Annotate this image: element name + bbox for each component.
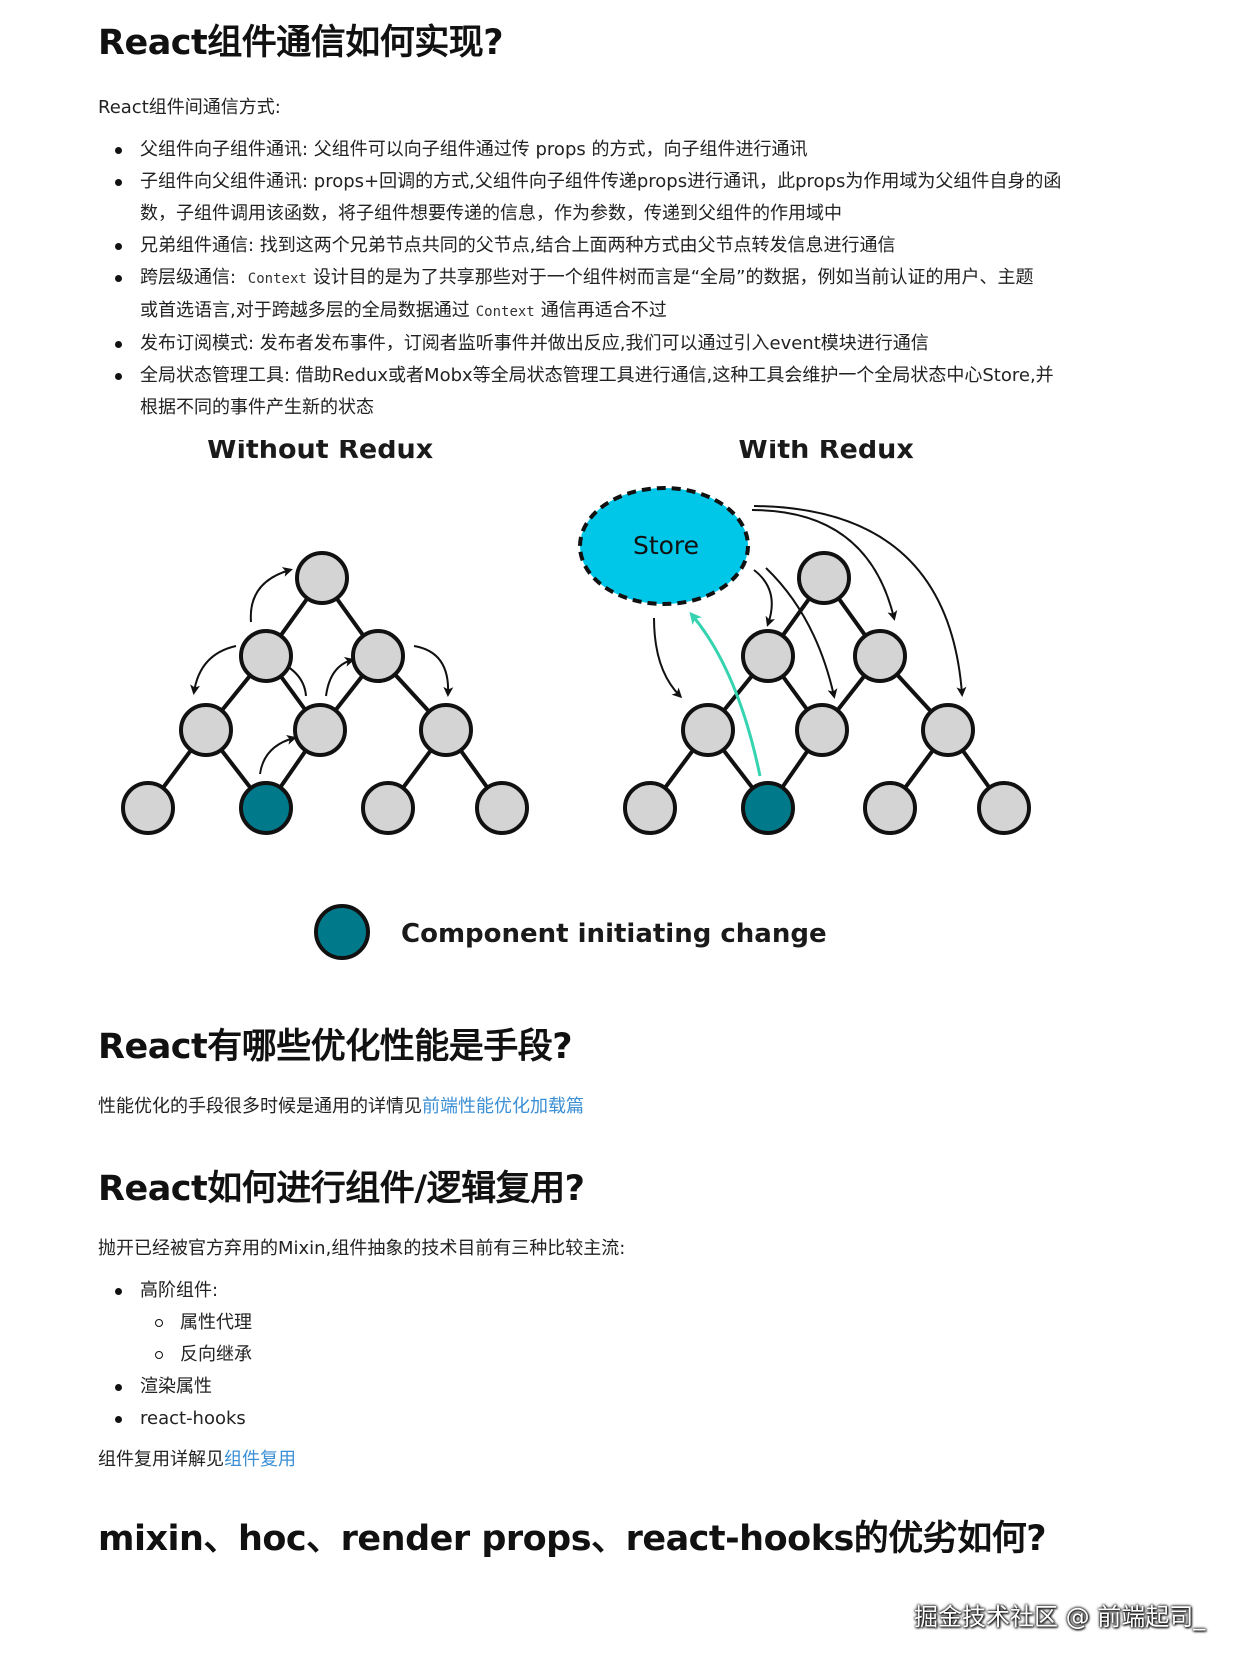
section-title-performance: React有哪些优化性能是手段? — [98, 1027, 573, 1067]
initiator-node — [741, 781, 795, 835]
tree-node — [795, 703, 849, 757]
with-redux-title: With Redux — [738, 440, 914, 465]
tree-node — [797, 551, 851, 605]
item-text: 属性代理 — [180, 1312, 252, 1333]
left-tree-nodes — [121, 551, 529, 835]
store-arrows — [653, 505, 967, 699]
item-text: 渲染属性 — [140, 1376, 212, 1397]
tree-node — [681, 703, 735, 757]
tree-node — [741, 629, 795, 683]
tree-node — [921, 703, 975, 757]
section-title-comparison: mixin、hoc、render props、react-hooks的优劣如何? — [98, 1519, 1047, 1559]
section-title-reuse: React如何进行组件/逻辑复用? — [98, 1169, 585, 1209]
list-item: 兄弟组件通信: 找到这两个兄弟节点共同的父节点,结合上面两种方式由父节点转发信息… — [98, 230, 1158, 262]
tree-node — [475, 781, 529, 835]
list-item: 渲染属性 — [98, 1371, 1158, 1403]
tree-node — [863, 781, 917, 835]
flow-arrow — [413, 645, 454, 697]
list-item: 发布订阅模式: 发布者发布事件，订阅者监听事件并做出反应,我们可以通过引入eve… — [98, 328, 1158, 360]
item-text: 跨层级通信: — [140, 267, 242, 288]
flow-arrow — [249, 567, 293, 623]
list-item: react-hooks — [98, 1403, 1158, 1435]
flow-arrow — [753, 569, 776, 627]
item-text: 反向继承 — [180, 1344, 252, 1365]
item-text: 设计目的是为了共享那些对于一个组件树而言是“全局”的数据，例如当前认证的用户、主… — [312, 267, 1034, 288]
inline-code: Context — [247, 271, 307, 287]
sub-list-item: 属性代理 — [98, 1307, 1158, 1339]
tree-node — [977, 781, 1031, 835]
section-title-communication: React组件通信如何实现? — [98, 23, 504, 63]
tree-node — [239, 629, 293, 683]
legend-label: Component initiating change — [401, 919, 827, 949]
reuse-more-body: 组件复用详解见 — [98, 1449, 224, 1470]
flow-arrow — [751, 509, 898, 621]
item-text: 兄弟组件通信: 找到这两个兄弟节点共同的父节点,结合上面两种方式由父节点转发信息… — [140, 235, 896, 256]
list-item: 全局状态管理工具: 借助Redux或者Mobx等全局状态管理工具进行通信,这种工… — [98, 360, 1158, 424]
flow-arrow — [753, 505, 967, 697]
watermark: 掘金技术社区 @ 前端起司_ — [914, 1603, 1206, 1631]
store-label: Store — [633, 531, 699, 560]
without-redux-title: Without Redux — [207, 440, 433, 465]
item-text: 通信再适合不过 — [540, 300, 667, 321]
tree-node — [121, 781, 175, 835]
flow-arrow — [259, 734, 297, 775]
tree-node — [419, 703, 473, 757]
reuse-intro: 抛开已经被官方弃用的Mixin,组件抽象的技术目前有三种比较主流: — [98, 1238, 626, 1259]
item-text: 全局状态管理工具: 借助Redux或者Mobx等全局状态管理工具进行通信,这种工… — [140, 365, 1054, 386]
store-bubble — [578, 486, 750, 606]
tree-node — [853, 629, 907, 683]
item-text: 或首选语言,对于跨越多层的全局数据通过 — [140, 300, 470, 321]
tree-node — [179, 703, 233, 757]
flow-arrow — [653, 617, 683, 699]
flow-arrow — [190, 645, 237, 695]
right-tree-edges — [648, 576, 1006, 810]
right-tree-nodes — [623, 551, 1031, 835]
communication-list: 父组件向子组件通讯: 父组件可以向子组件通过传 props 的方式，向子组件进行… — [98, 134, 1158, 424]
list-item: 父组件向子组件通讯: 父组件可以向子组件通过传 props 的方式，向子组件进行… — [98, 134, 1158, 166]
initiator-node — [239, 781, 293, 835]
item-text: 数，子组件调用该函数，将子组件想要传递的信息，作为参数，传递到父组件的作用域中 — [140, 203, 842, 224]
performance-text: 性能优化的手段很多时候是通用的详情见前端性能优化加载篇 — [98, 1092, 584, 1118]
inline-code: Context — [475, 304, 535, 320]
list-item: 高阶组件: — [98, 1275, 1158, 1307]
item-text: 高阶组件: — [140, 1280, 219, 1301]
component-reuse-link[interactable]: 组件复用 — [224, 1449, 296, 1470]
intro-text: React组件间通信方式: — [98, 97, 281, 118]
tree-node — [623, 781, 677, 835]
tree-node — [351, 629, 405, 683]
sub-list-item: 反向继承 — [98, 1339, 1158, 1371]
tree-node — [295, 551, 349, 605]
item-text: react-hooks — [140, 1408, 246, 1429]
list-item: 跨层级通信: Context 设计目的是为了共享那些对于一个组件树而言是“全局”的… — [98, 262, 1158, 328]
legend-initiator-icon — [314, 904, 370, 960]
reuse-list: 高阶组件: 属性代理 反向继承 渲染属性 react-hooks — [98, 1275, 1158, 1435]
redux-diagram: Without Redux With Redux — [121, 440, 1031, 960]
tree-node — [293, 703, 347, 757]
list-item: 子组件向父组件通讯: props+回调的方式,父组件向子组件传递props进行通… — [98, 166, 1158, 230]
item-text: 子组件向父组件通讯: props+回调的方式,父组件向子组件传递props进行通… — [140, 171, 1062, 192]
flow-arrow — [765, 567, 838, 699]
performance-text-body: 性能优化的手段很多时候是通用的详情见 — [98, 1096, 422, 1117]
perf-optimization-link[interactable]: 前端性能优化加载篇 — [422, 1096, 584, 1117]
reuse-more-text: 组件复用详解见组件复用 — [98, 1445, 296, 1471]
item-text: 根据不同的事件产生新的状态 — [140, 397, 374, 418]
flow-arrow — [325, 657, 355, 697]
item-text: 父组件向子组件通讯: 父组件可以向子组件通过传 props 的方式，向子组件进行… — [140, 139, 808, 160]
dispatch-arrow — [689, 611, 762, 777]
item-text: 发布订阅模式: 发布者发布事件，订阅者监听事件并做出反应,我们可以通过引入eve… — [140, 333, 929, 354]
tree-node — [361, 781, 415, 835]
